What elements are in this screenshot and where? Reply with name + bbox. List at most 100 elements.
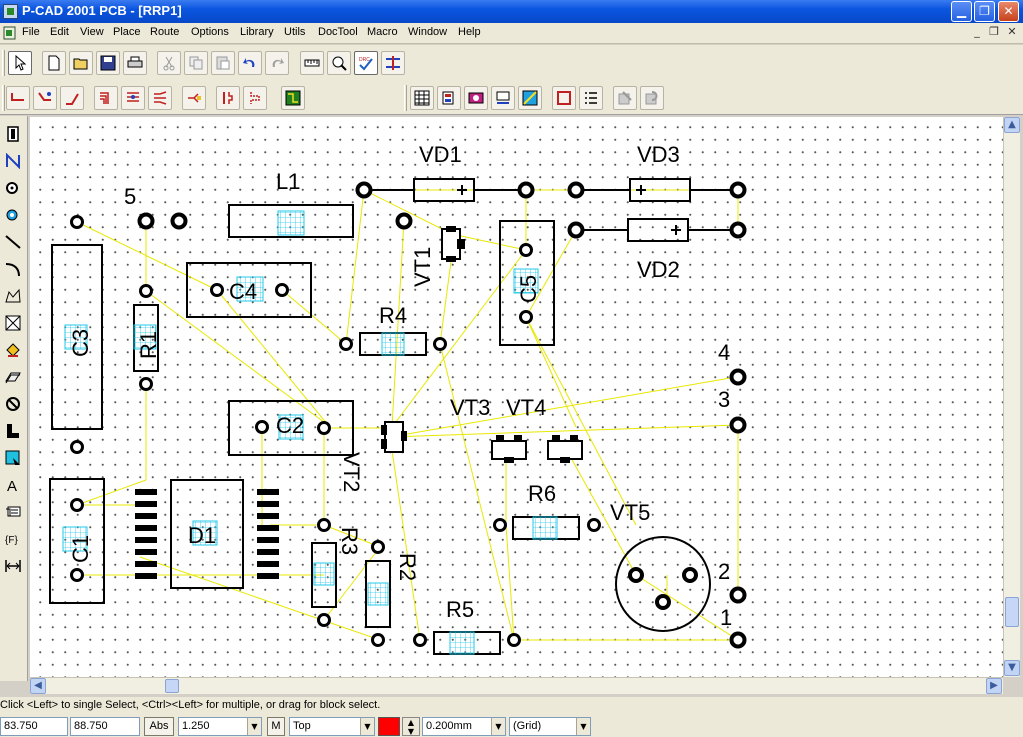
route-fanout-icon[interactable] [148,86,172,110]
grid-select[interactable]: 1.250 ▼ [178,717,262,736]
c5-body[interactable] [499,220,555,346]
board-outline-icon[interactable] [552,86,576,110]
line-width-select[interactable]: 0.200mm ▼ [422,717,506,736]
mdi-close-button[interactable]: ✕ [1007,25,1017,38]
c1-body[interactable] [49,478,105,604]
vertical-scroll-thumb[interactable] [1005,597,1019,627]
place-arc-icon[interactable] [2,257,24,281]
menu-help[interactable]: Help [458,26,481,38]
undo-icon[interactable] [238,51,262,75]
maximize-button[interactable]: ❐ [974,1,995,22]
place-copper-icon[interactable] [2,419,24,443]
paste-icon[interactable] [211,51,235,75]
route-via-icon[interactable] [243,86,267,110]
vertical-scrollbar[interactable]: ▲ ▼ [1003,117,1020,677]
route-miter-icon[interactable] [60,86,84,110]
layer-select[interactable]: Top ▼ [289,717,375,736]
chevron-down-icon[interactable]: ▼ [491,718,505,735]
d1-body[interactable] [170,479,244,589]
place-dimension-icon[interactable] [2,554,24,578]
scroll-up-icon[interactable]: ▲ [1004,117,1020,133]
new-file-icon[interactable] [42,51,66,75]
menu-edit[interactable]: Edit [50,26,69,38]
autoroute-icon[interactable] [281,86,305,110]
scroll-down-icon[interactable]: ▼ [1004,660,1020,676]
vt1-footprint[interactable] [441,226,465,262]
place-component-icon[interactable] [2,122,24,146]
disabled-icon-1[interactable] [613,86,637,110]
toolbar-grip[interactable] [2,85,5,111]
place-cutout-icon[interactable] [2,392,24,416]
snap-select[interactable]: (Grid) ▼ [509,717,591,736]
place-via-icon[interactable] [2,203,24,227]
c4-body[interactable] [186,262,312,318]
measure-ruler-icon[interactable] [300,51,324,75]
layer-color-swatch[interactable] [378,717,400,736]
select-arrow-icon[interactable] [8,51,32,75]
print-icon[interactable] [123,51,147,75]
document-icon[interactable] [2,25,18,41]
menu-doctool[interactable]: DocTool [318,26,358,38]
horizontal-scroll-thumb[interactable] [165,679,179,693]
place-room-icon[interactable] [2,446,24,470]
route-hug-icon[interactable] [216,86,240,110]
scroll-right-icon[interactable]: ▶ [986,678,1002,694]
place-keepout-icon[interactable] [2,311,24,335]
open-folder-icon[interactable] [69,51,93,75]
menu-window[interactable]: Window [408,26,448,38]
menu-route[interactable]: Route [150,26,180,38]
place-fill-icon[interactable] [2,338,24,362]
r2-body[interactable] [365,560,391,628]
chevron-down-icon[interactable]: ▼ [576,718,590,735]
m-button[interactable]: M [267,717,285,736]
route-push-icon[interactable] [182,86,206,110]
vt3-footprint[interactable] [491,435,527,463]
report-list-icon[interactable] [579,86,603,110]
place-plane-icon[interactable] [2,365,24,389]
layers-table-icon[interactable] [410,86,434,110]
mdi-restore-button[interactable]: ❐ [989,25,999,38]
toolbar-grip[interactable] [2,50,5,76]
horizontal-scrollbar[interactable]: ◀ ▶ [30,677,1003,694]
cut-icon[interactable] [157,51,181,75]
place-line-icon[interactable] [2,230,24,254]
copy-icon[interactable] [184,51,208,75]
save-icon[interactable] [96,51,120,75]
via-style-icon[interactable] [464,86,488,110]
net-compare-icon[interactable] [381,51,405,75]
vt2-footprint[interactable] [381,421,407,453]
redo-icon[interactable] [265,51,289,75]
close-button[interactable]: ✕ [998,1,1019,22]
copper-pour-icon[interactable] [518,86,542,110]
y-coordinate-field[interactable]: 88.750 [70,717,140,736]
place-text-icon[interactable]: A [2,473,24,497]
layer-spin-icon[interactable]: ▲▼ [402,717,420,736]
chevron-down-icon[interactable]: ▼ [247,718,261,735]
menu-macro[interactable]: Macro [367,26,398,38]
minimize-button[interactable]: ▁ [951,1,972,22]
c3-body[interactable] [51,244,103,430]
menu-place[interactable]: Place [113,26,141,38]
c2-body[interactable] [228,400,354,456]
x-coordinate-field[interactable]: 83.750 [0,717,68,736]
chevron-down-icon[interactable]: ▼ [360,718,374,735]
menu-file[interactable]: File [22,26,40,38]
vt4-footprint[interactable] [547,435,583,463]
vt5-body[interactable] [615,536,711,632]
menu-utils[interactable]: Utils [284,26,306,38]
abs-button[interactable]: Abs [144,717,174,736]
menu-library[interactable]: Library [240,26,274,38]
scroll-left-icon[interactable]: ◀ [30,678,46,694]
toolbar-grip[interactable] [404,85,407,111]
route-interactive-icon[interactable] [33,86,57,110]
place-attribute-icon[interactable] [2,500,24,524]
pcb-drawing[interactable]: VD1 VD3 VD2 L1 C4 C3 R1 VT1 C5 R4 VT3 VT… [30,117,1003,677]
pcb-canvas[interactable]: VD1 VD3 VD2 L1 C4 C3 R1 VT1 C5 R4 VT3 VT… [30,117,1003,677]
l1-body[interactable] [228,204,354,238]
menu-view[interactable]: View [80,26,104,38]
disabled-icon-2[interactable] [640,86,664,110]
app-icon[interactable] [3,4,18,19]
route-manual-icon[interactable] [6,86,30,110]
route-multi-icon[interactable] [121,86,145,110]
r3-body[interactable] [311,542,337,608]
